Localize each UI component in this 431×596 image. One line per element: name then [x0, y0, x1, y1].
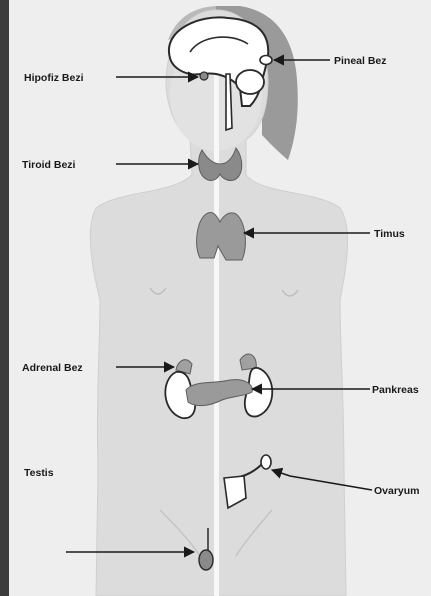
body-midline — [214, 18, 219, 596]
pineal-gland-shape — [260, 56, 272, 65]
pineal-label: Pineal Bez — [334, 55, 387, 67]
timus-label: Timus — [374, 228, 405, 240]
testis-label: Testis — [24, 467, 54, 479]
brain-stem — [226, 74, 232, 130]
testis-shape — [199, 550, 213, 570]
pankreas-label: Pankreas — [372, 384, 419, 396]
pituitary-gland-shape — [200, 72, 208, 80]
tiroid-label: Tiroid Bezi — [22, 159, 76, 171]
adrenal-label: Adrenal Bez — [22, 362, 83, 374]
cerebellum — [236, 70, 264, 94]
ovaryum-label: Ovaryum — [374, 485, 420, 497]
ovary-shape — [261, 455, 271, 469]
left-frame-edge — [0, 0, 9, 596]
hipofiz-label: Hipofiz Bezi — [24, 72, 84, 84]
